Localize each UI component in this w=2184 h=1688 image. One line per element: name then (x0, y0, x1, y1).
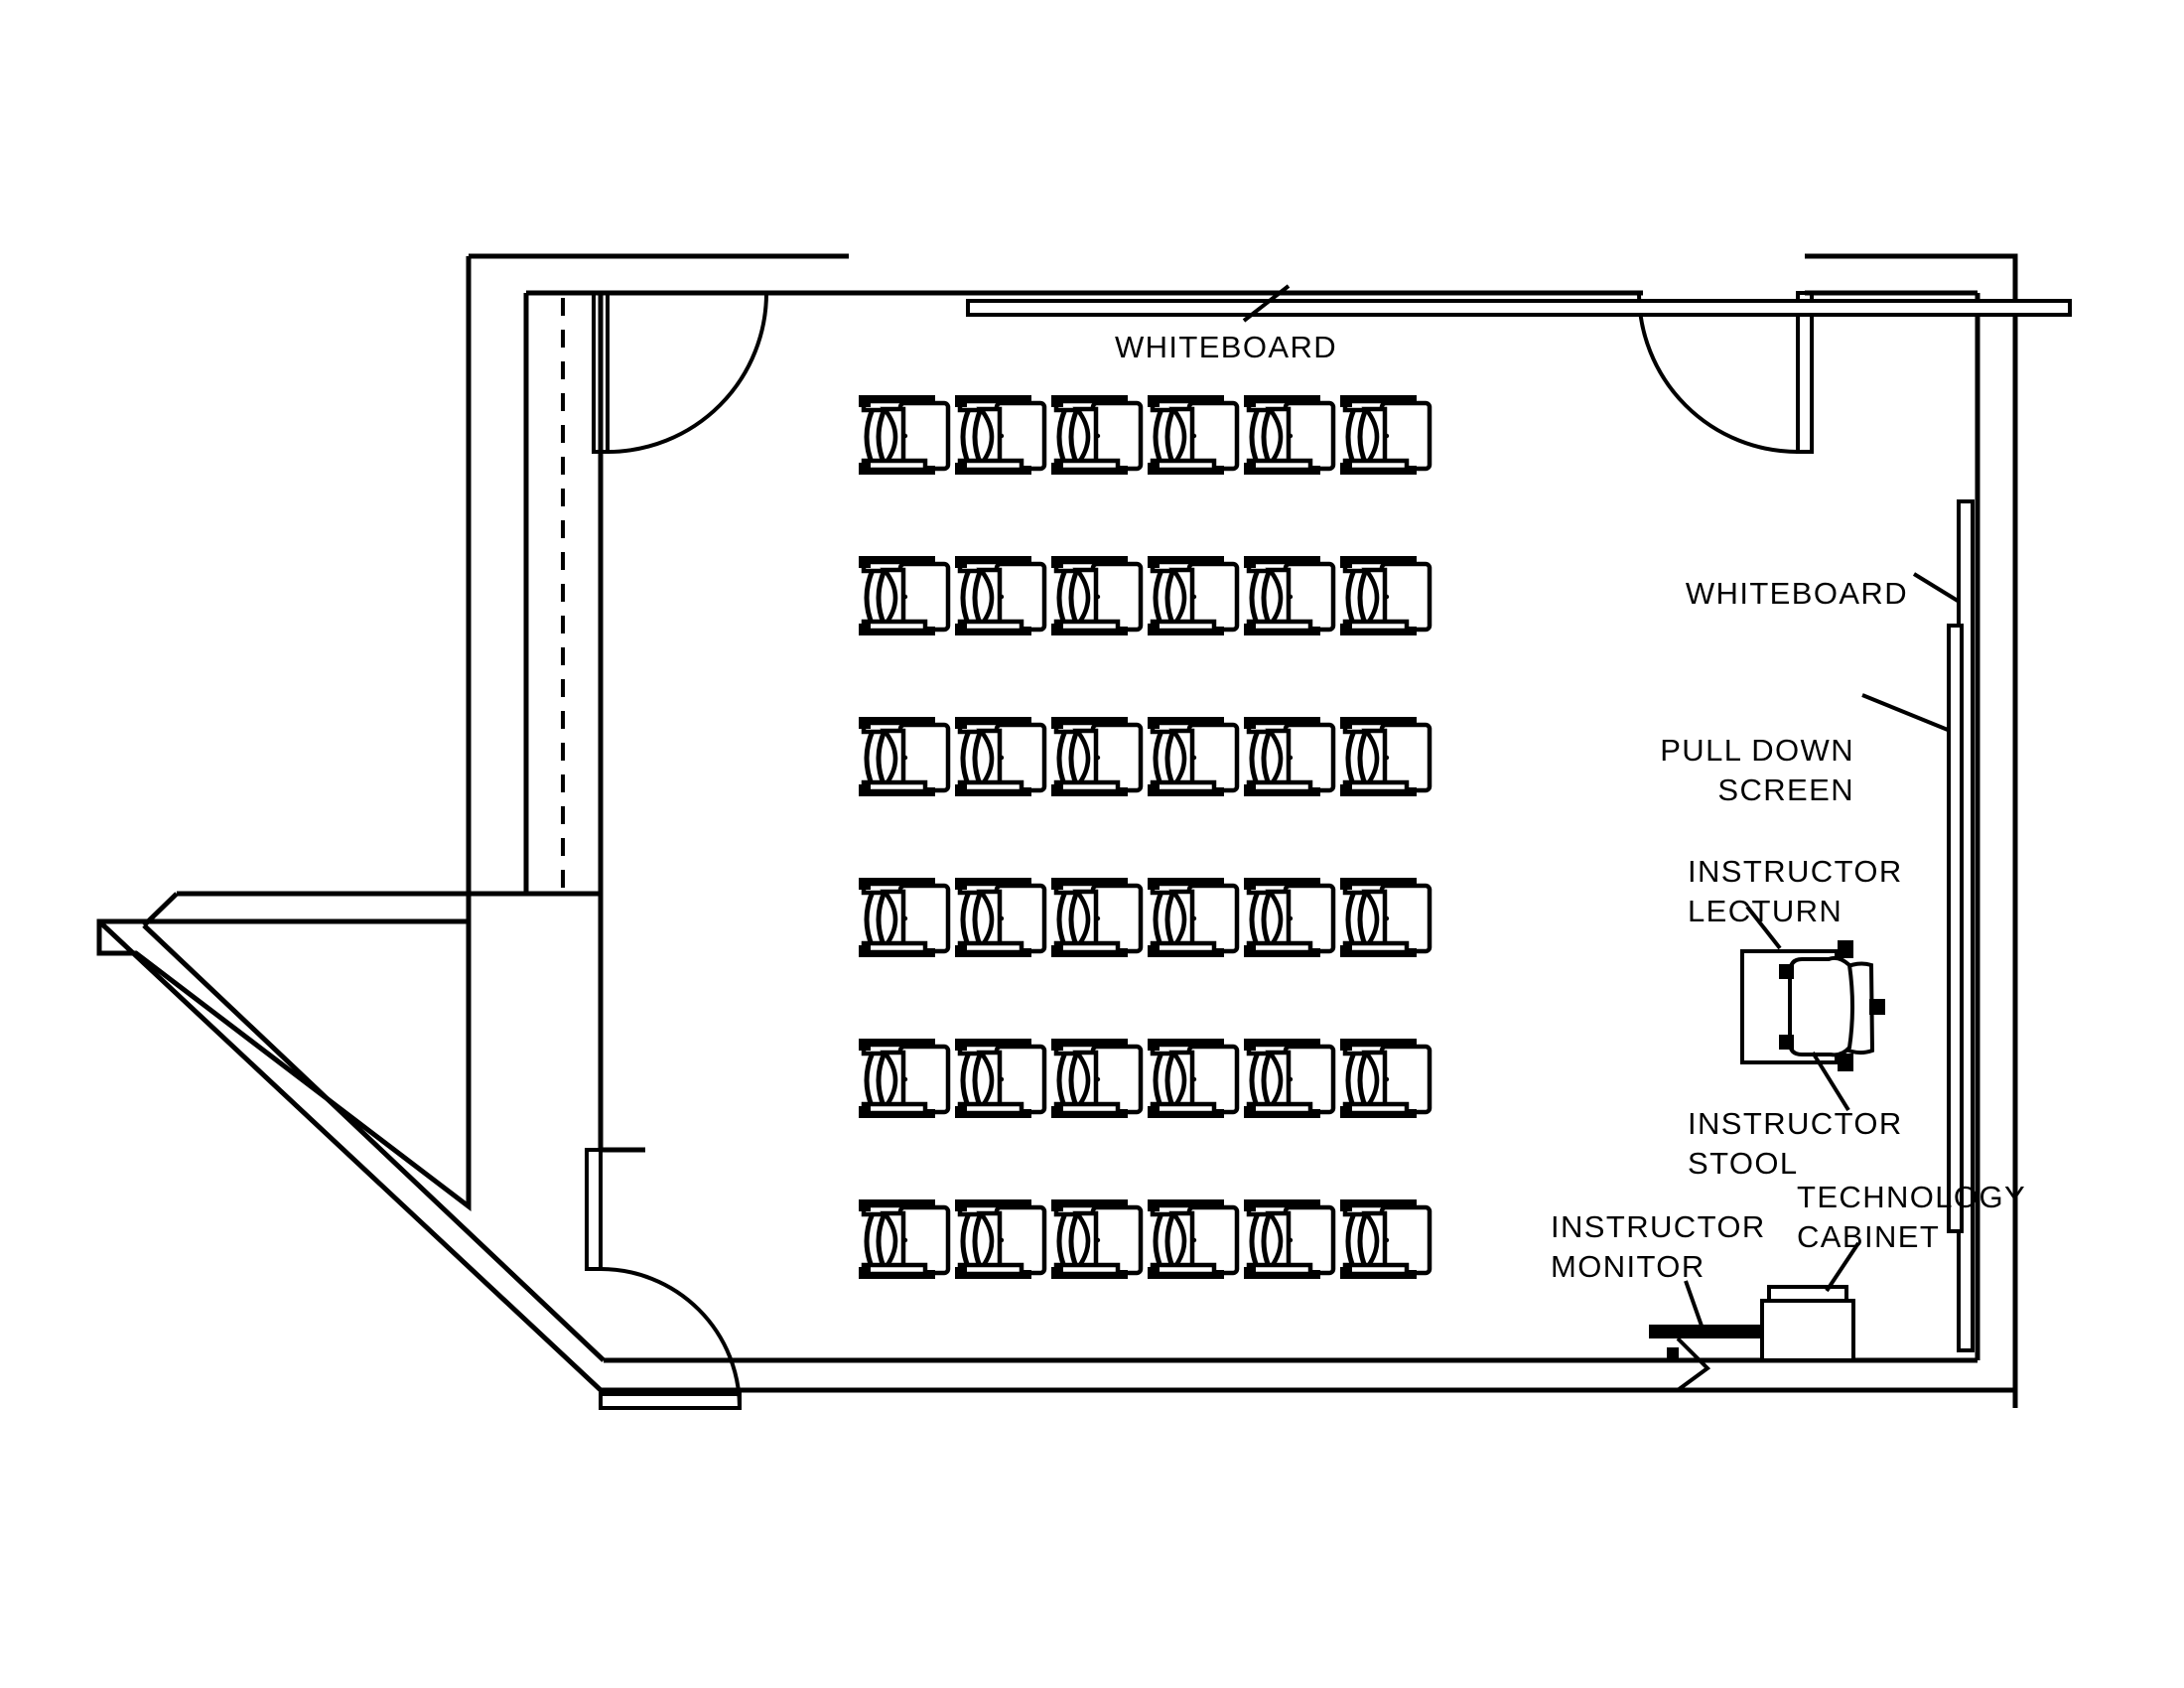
student-desk-unit[interactable] (1340, 717, 1430, 796)
student-desk-unit[interactable] (1244, 1199, 1333, 1279)
student-desk-unit[interactable] (1340, 1039, 1430, 1118)
student-desk-unit[interactable] (955, 1199, 1044, 1279)
student-desk-unit[interactable] (1244, 556, 1333, 635)
instructor-monitor-label-line1: INSTRUCTOR (1551, 1209, 1766, 1244)
seating-grid (859, 395, 1430, 1279)
technology-cabinet-label-line1: TECHNOLOGY (1797, 1180, 2026, 1214)
instructor-lectern-label-line1: INSTRUCTOR (1688, 854, 1903, 889)
technology-cabinet[interactable] (1760, 1241, 1860, 1362)
room-outer-wall (96, 253, 2018, 1408)
student-desk-unit[interactable] (1244, 717, 1333, 796)
student-desk-unit[interactable] (955, 1039, 1044, 1118)
student-desk-unit[interactable] (1340, 878, 1430, 957)
pull-down-screen-label-line2: SCREEN (1717, 773, 1854, 807)
door-top-right[interactable] (1637, 291, 1814, 454)
pull-down-screen-label-line1: PULL DOWN (1660, 733, 1854, 768)
student-desk-unit[interactable] (1148, 1039, 1237, 1118)
student-desk-unit[interactable] (1148, 1199, 1237, 1279)
student-desk-unit[interactable] (1244, 395, 1333, 475)
student-desk-unit[interactable] (859, 1039, 948, 1118)
whiteboard-top (966, 284, 2072, 323)
instructor-stool[interactable] (1779, 940, 1885, 1112)
student-desk-unit[interactable] (955, 878, 1044, 957)
student-desk-unit[interactable] (1148, 717, 1237, 796)
student-desk-unit[interactable] (859, 878, 948, 957)
student-desk-unit[interactable] (859, 717, 948, 796)
student-desk-unit[interactable] (1051, 1039, 1141, 1118)
student-desk-unit[interactable] (1148, 878, 1237, 957)
door-bottom-left[interactable] (585, 1148, 742, 1410)
whiteboard-top-label: WHITEBOARD (1115, 330, 1337, 364)
student-desk-unit[interactable] (955, 717, 1044, 796)
student-desk-unit[interactable] (1148, 556, 1237, 635)
student-desk-unit[interactable] (1340, 556, 1430, 635)
student-desk-unit[interactable] (1340, 395, 1430, 475)
door-top-left[interactable] (592, 291, 768, 454)
student-desk-unit[interactable] (1051, 717, 1141, 796)
student-desk-unit[interactable] (1051, 556, 1141, 635)
student-desk-unit[interactable] (859, 1199, 948, 1279)
instructor-monitor-label-line2: MONITOR (1551, 1249, 1706, 1284)
student-desk-unit[interactable] (1051, 395, 1141, 475)
student-desk-unit[interactable] (859, 556, 948, 635)
student-desk-unit[interactable] (859, 395, 948, 475)
instructor-stool-label-line1: INSTRUCTOR (1688, 1106, 1903, 1141)
student-desk-unit[interactable] (955, 556, 1044, 635)
whiteboard-right-label: WHITEBOARD (1686, 576, 1908, 611)
instructor-monitor[interactable] (1649, 1280, 1762, 1392)
student-desk-unit[interactable] (1340, 1199, 1430, 1279)
student-desk-unit[interactable] (1051, 878, 1141, 957)
student-desk-unit[interactable] (1051, 1199, 1141, 1279)
student-desk-unit[interactable] (1244, 1039, 1333, 1118)
technology-cabinet-label-line2: CABINET (1797, 1219, 1940, 1254)
room-inner-wall (142, 256, 1980, 1363)
student-desk-unit[interactable] (955, 395, 1044, 475)
student-desk-unit[interactable] (1148, 395, 1237, 475)
instructor-lectern-label-line2: LECTURN (1688, 894, 1843, 928)
student-desk-unit[interactable] (1244, 878, 1333, 957)
pull-down-screen (1861, 624, 1964, 1233)
instructor-stool-label-line2: STOOL (1688, 1146, 1799, 1181)
